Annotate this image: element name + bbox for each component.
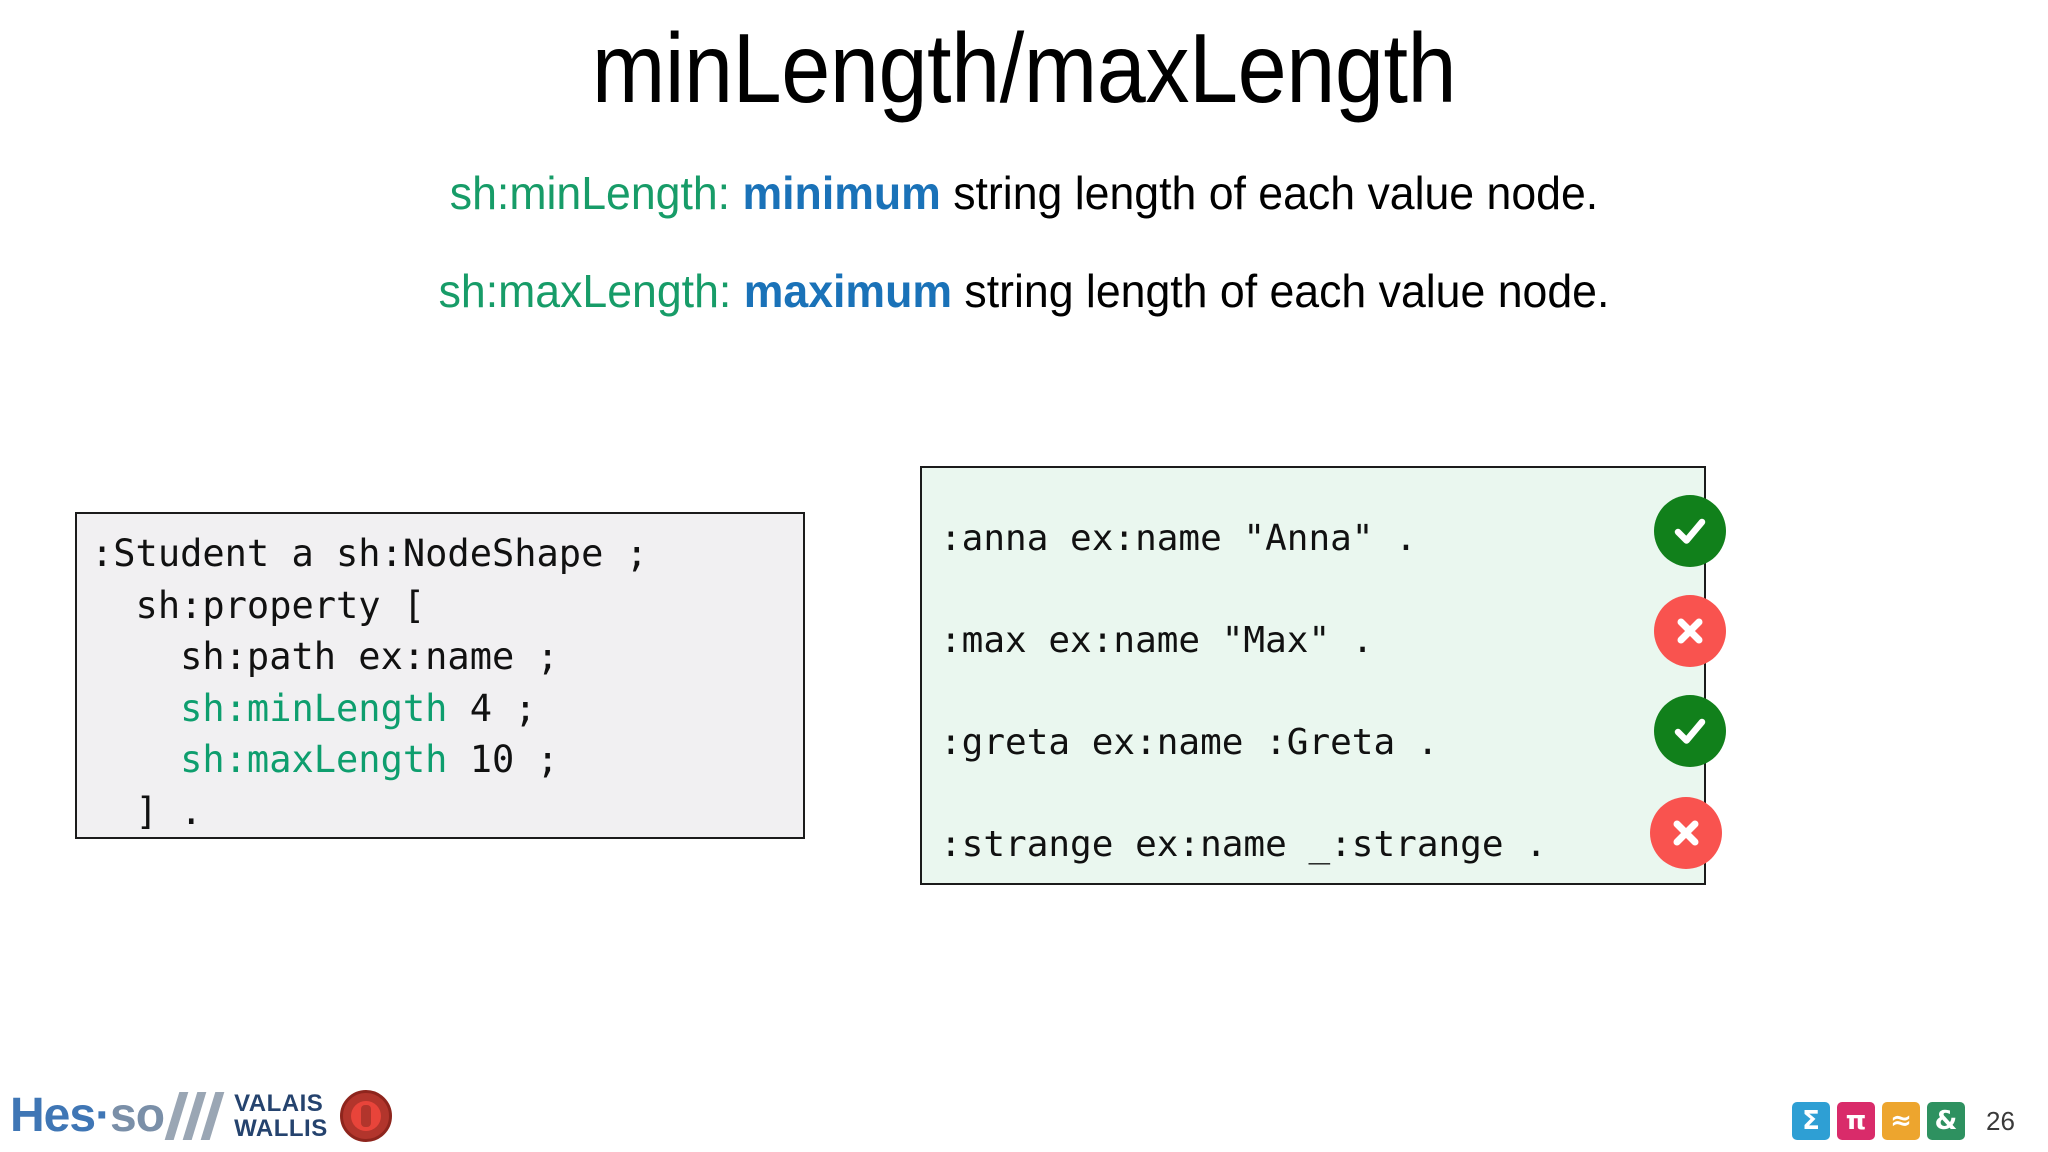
- cross-icon: [1654, 595, 1726, 667]
- hes-so-logo: Hes·so VALAIS WALLIS: [10, 1088, 392, 1144]
- subtitle-minlength: sh:minLength: minimum string length of e…: [31, 167, 2018, 220]
- logo-wallis-text: WALLIS: [234, 1115, 328, 1142]
- pi-icon[interactable]: π: [1837, 1102, 1875, 1140]
- data-code-block: :anna ex:name "Anna" . :max ex:name "Max…: [920, 466, 1706, 885]
- logo-so-text: so: [110, 1089, 165, 1142]
- shape-code-minlength-value: 4 ;: [447, 686, 537, 730]
- subtitle-rest-maxlength: string length of each value node.: [952, 265, 1610, 317]
- shape-code-block: :Student a sh:NodeShape ; sh:property [ …: [75, 512, 805, 839]
- subtitle-term-minlength: sh:minLength:: [449, 167, 743, 219]
- shape-code-line-1: :Student a sh:NodeShape ;: [91, 532, 648, 575]
- data-row-triple-3: :greta ex:name :Greta .: [940, 722, 1439, 763]
- data-row-triple-2: :max ex:name "Max" .: [940, 620, 1374, 661]
- approx-icon[interactable]: ≈: [1882, 1102, 1920, 1140]
- logo-slashes-icon: [164, 1092, 226, 1140]
- shape-code-maxlength-keyword: sh:maxLength: [91, 738, 448, 781]
- icon-strip: Σ π ≈ & 26: [1792, 1102, 2015, 1140]
- page-title: minLength/maxLength: [591, 13, 1457, 123]
- valais-seal-icon: [339, 1090, 392, 1142]
- logo-separator-dot: ·: [95, 1089, 111, 1142]
- data-row-triple-4: :strange ex:name _:strange .: [940, 824, 1547, 865]
- subtitle-rest-minlength: string length of each value node.: [940, 167, 1599, 219]
- ampersand-icon[interactable]: &: [1927, 1102, 1965, 1140]
- sigma-icon[interactable]: Σ: [1792, 1102, 1830, 1140]
- logo-wordmark: Hes·so: [10, 1089, 165, 1142]
- shape-code-line-6: ] .: [91, 789, 203, 833]
- logo-valais-text: VALAIS: [234, 1090, 324, 1117]
- shape-code-line-2: sh:property [: [91, 583, 426, 627]
- slide-number: 26: [1986, 1106, 2015, 1136]
- subtitle-maxlength: sh:maxLength: maximum string length of e…: [31, 265, 2018, 318]
- shape-code-line-3: sh:path ex:name ;: [91, 635, 559, 678]
- check-icon: [1654, 695, 1726, 767]
- subtitle-emphasis-minimum: minimum: [742, 167, 941, 219]
- cross-icon: [1650, 797, 1722, 869]
- data-row-triple-1: :anna ex:name "Anna" .: [940, 518, 1417, 559]
- logo-hes-text: Hes: [10, 1089, 96, 1142]
- check-icon: [1654, 495, 1726, 567]
- subtitle-term-maxlength: sh:maxLength:: [438, 265, 744, 317]
- shape-code-maxlength-value: 10 ;: [447, 738, 559, 781]
- logo-region-text: VALAIS WALLIS: [234, 1091, 328, 1141]
- subtitle-emphasis-maximum: maximum: [743, 265, 953, 317]
- shape-code-minlength-keyword: sh:minLength: [91, 686, 448, 730]
